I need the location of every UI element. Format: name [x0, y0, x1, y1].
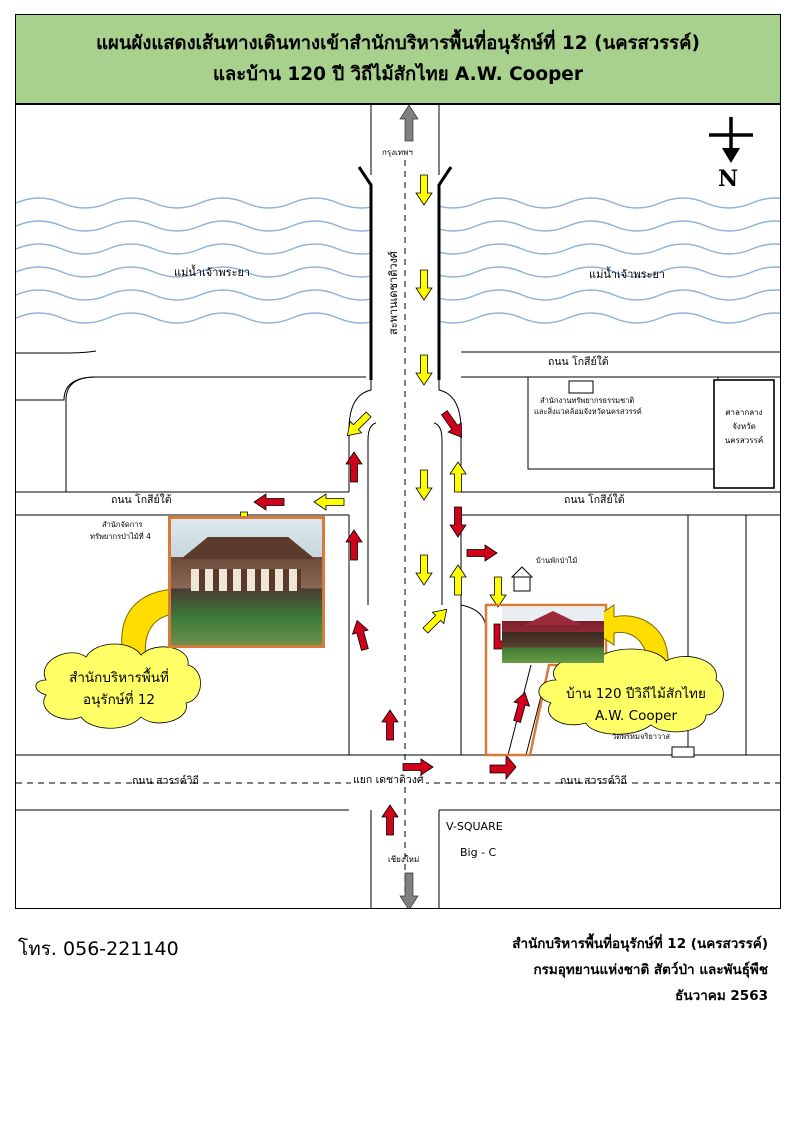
north-arrow-icon	[709, 117, 753, 163]
cloud-right	[538, 648, 724, 735]
callout-right-line-2: A.W. Cooper	[594, 708, 678, 724]
footer-org-line-2: กรมอุทยานแห่งชาติ สัตว์ป่า และพันธุ์พืช	[533, 962, 768, 978]
road-label-sawan-right: ถนน สวรรค์วิถี	[560, 775, 627, 787]
center-dashes	[16, 160, 780, 908]
map-title-line-2: และบ้าน 120 ปี วิถีไม้สักไทย A.W. Cooper	[213, 64, 583, 85]
road-lines	[16, 105, 780, 908]
cloud-left	[35, 643, 201, 729]
env-office-label-2: และสิ่งแวดล้อมจังหวัดนครสวรรค์	[534, 407, 642, 416]
footer-org-line-1: สำนักบริหารพื้นที่อนุรักษ์ที่ 12 (นครสวร…	[512, 936, 768, 952]
road-label-kosi-right: ถนน โกสีย์ใต้	[564, 494, 625, 506]
forest-house-label: บ้านพักป่าไม้	[536, 556, 578, 565]
cooper-house-photo	[502, 607, 604, 663]
city-hall-box	[713, 379, 775, 489]
city-hall-label-3: นครสวรรค์	[724, 436, 764, 445]
callout-right-line-1: บ้าน 120 ปีวิถีไม้สักไทย	[566, 686, 706, 702]
temple-label: วัดพรหมจริยาวาส	[612, 732, 670, 741]
env-office-icon	[568, 380, 594, 394]
road-label-sawan-left: ถนน สวรรค์วิถี	[132, 775, 199, 787]
office-building-roof	[181, 537, 315, 559]
junction-label: แยก เดชาติวงศ์	[351, 774, 426, 787]
forest-office-label-1: สำนักจัดการ	[102, 520, 143, 529]
callout-left-line-1: สำนักบริหารพื้นที่	[69, 670, 169, 686]
bridge-rails	[357, 166, 453, 380]
cooper-house-roof	[524, 611, 582, 625]
bridge-label: สะพานเดชาติวงศ์	[386, 251, 400, 335]
temple-icon	[671, 746, 695, 758]
to-bangkok-arrow-icon	[399, 105, 419, 142]
city-hall-label-1: ศาลากลาง	[725, 408, 763, 417]
callout-left-text: สำนักบริหารพื้นที่ อนุรักษ์ที่ 12	[54, 667, 184, 711]
city-hall-label-2: จังหวัด	[732, 422, 756, 431]
office-building-windows	[191, 569, 301, 591]
road-label-kosi-left: ถนน โกสีย์ใต้	[111, 494, 172, 506]
footer-date: ธันวาคม 2563	[675, 988, 768, 1004]
office-photo	[168, 516, 325, 648]
river-label-left: แม่น้ำเจ้าพระยา	[174, 266, 251, 279]
to-chiangmai-arrow-icon	[399, 872, 419, 908]
bigc-label: Big - C	[460, 846, 497, 859]
callout-right-text: บ้าน 120 ปีวิถีไม้สักไทย A.W. Cooper	[551, 683, 721, 727]
forest-house-icon	[510, 566, 534, 592]
direction-label-south: เชียงใหม่	[388, 855, 420, 864]
road-label-kosi-top-right: ถนน โกสีย์ใต้	[548, 356, 609, 368]
route-map: กรุงเทพฯ เชียงใหม่ N แม่น้ำเจ้าพระยา แม่…	[15, 104, 781, 909]
callout-left-line-2: อนุรักษ์ที่ 12	[82, 692, 156, 708]
forest-office-label-2: ทรัพยากรป่าไม้ที่ 4	[90, 532, 151, 541]
river-label-right: แม่น้ำเจ้าพระยา	[589, 268, 666, 281]
map-title-line-1: แผนผังแสดงเส้นทางเดินทางเข้าสำนักบริหารพ…	[96, 33, 700, 54]
map-title-banner: แผนผังแสดงเส้นทางเดินทางเข้าสำนักบริหารพ…	[15, 14, 781, 104]
direction-label-north: กรุงเทพฯ	[382, 148, 413, 157]
cooper-plot-outline	[484, 603, 608, 757]
contact-phone: โทร. 056-221140	[18, 938, 179, 960]
compass-label: N	[718, 166, 739, 192]
map-drawing	[16, 105, 780, 908]
vsquare-label: V-SQUARE	[446, 820, 503, 833]
env-office-label-1: สำนักงานทรัพยากรธรรมชาติ	[540, 396, 635, 405]
